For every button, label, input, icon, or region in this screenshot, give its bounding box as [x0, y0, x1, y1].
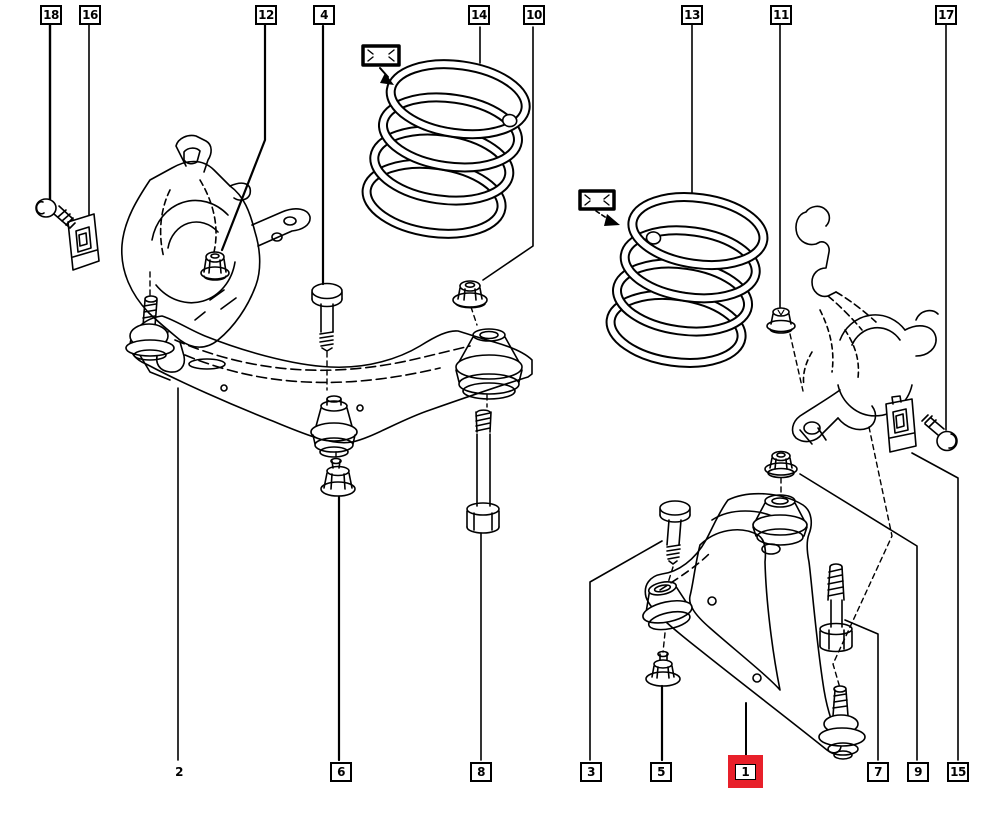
- callout-15[interactable]: 15: [947, 762, 969, 782]
- callout-11[interactable]: 11: [770, 5, 792, 25]
- rear-bushing-left: [455, 328, 523, 400]
- callout-11-number: 11: [773, 8, 789, 22]
- spring-marking-tag-right: [578, 189, 620, 226]
- flange-nut-5: [645, 650, 681, 687]
- callout-12-number: 12: [258, 8, 274, 22]
- callout-1-number: 1: [741, 764, 750, 779]
- flange-bolt-4: [311, 282, 343, 352]
- coil-spring-right: [605, 192, 769, 368]
- callout-17-number: 17: [938, 8, 954, 22]
- flange-nut-6: [320, 457, 356, 497]
- flange-bolt-8: [466, 409, 500, 534]
- rear-bushing-right: [752, 494, 808, 546]
- callout-3[interactable]: 3: [580, 762, 602, 782]
- callout-18[interactable]: 18: [40, 5, 62, 25]
- flange-nut-9: [764, 450, 798, 479]
- flange-nut-11: [766, 307, 796, 334]
- ball-joint-left: [125, 295, 175, 361]
- ball-joint-right: [818, 685, 866, 760]
- callout-4[interactable]: 4: [313, 5, 335, 25]
- flange-nut-10: [452, 280, 488, 309]
- callout-9-number: 9: [914, 765, 922, 779]
- screw-left: [35, 198, 76, 229]
- front-bushing-right: [642, 581, 693, 631]
- callout-10[interactable]: 10: [523, 5, 545, 25]
- callout-4-number: 4: [320, 8, 328, 22]
- callout-13[interactable]: 13: [681, 5, 703, 25]
- callout-8[interactable]: 8: [470, 762, 492, 782]
- screw-right: [921, 414, 958, 452]
- steering-knuckle-right: [791, 205, 939, 445]
- flange-bolt-3: [659, 500, 691, 565]
- callout-6[interactable]: 6: [330, 762, 352, 782]
- callout-12[interactable]: 12: [255, 5, 277, 25]
- assembly-dashed-lines: [149, 271, 893, 689]
- callout-14-number: 14: [471, 8, 487, 22]
- callout-13-number: 13: [684, 8, 700, 22]
- lower-control-arm-right: [644, 492, 842, 754]
- callout-1-inner-box: 1: [735, 763, 756, 780]
- callout-17[interactable]: 17: [935, 5, 957, 25]
- callout-6-number: 6: [337, 765, 345, 779]
- callout-9[interactable]: 9: [907, 762, 929, 782]
- callout-10-number: 10: [526, 8, 542, 22]
- spring-marking-tag-left: [361, 44, 401, 85]
- callout-2: 2: [168, 762, 190, 782]
- callout-8-number: 8: [477, 765, 485, 779]
- callout-2-number: 2: [175, 765, 183, 779]
- protector-plate-right: [885, 395, 917, 453]
- callout-5[interactable]: 5: [650, 762, 672, 782]
- callout-14[interactable]: 14: [468, 5, 490, 25]
- callout-15-number: 15: [950, 765, 966, 779]
- center-bushing-left: [310, 395, 358, 458]
- leader-lines: [48, 23, 959, 762]
- callout-3-number: 3: [587, 765, 595, 779]
- flange-bolt-7: [819, 563, 853, 653]
- callout-1-highlighted[interactable]: 1: [728, 755, 763, 788]
- protector-plate-left: [67, 213, 100, 271]
- callout-16[interactable]: 16: [79, 5, 101, 25]
- callout-16-number: 16: [82, 8, 98, 22]
- callout-7[interactable]: 7: [867, 762, 889, 782]
- callout-18-number: 18: [43, 8, 59, 22]
- callout-7-number: 7: [874, 765, 882, 779]
- callout-5-number: 5: [657, 765, 665, 779]
- flange-nut-12: [200, 251, 230, 281]
- coil-spring-left: [361, 59, 531, 239]
